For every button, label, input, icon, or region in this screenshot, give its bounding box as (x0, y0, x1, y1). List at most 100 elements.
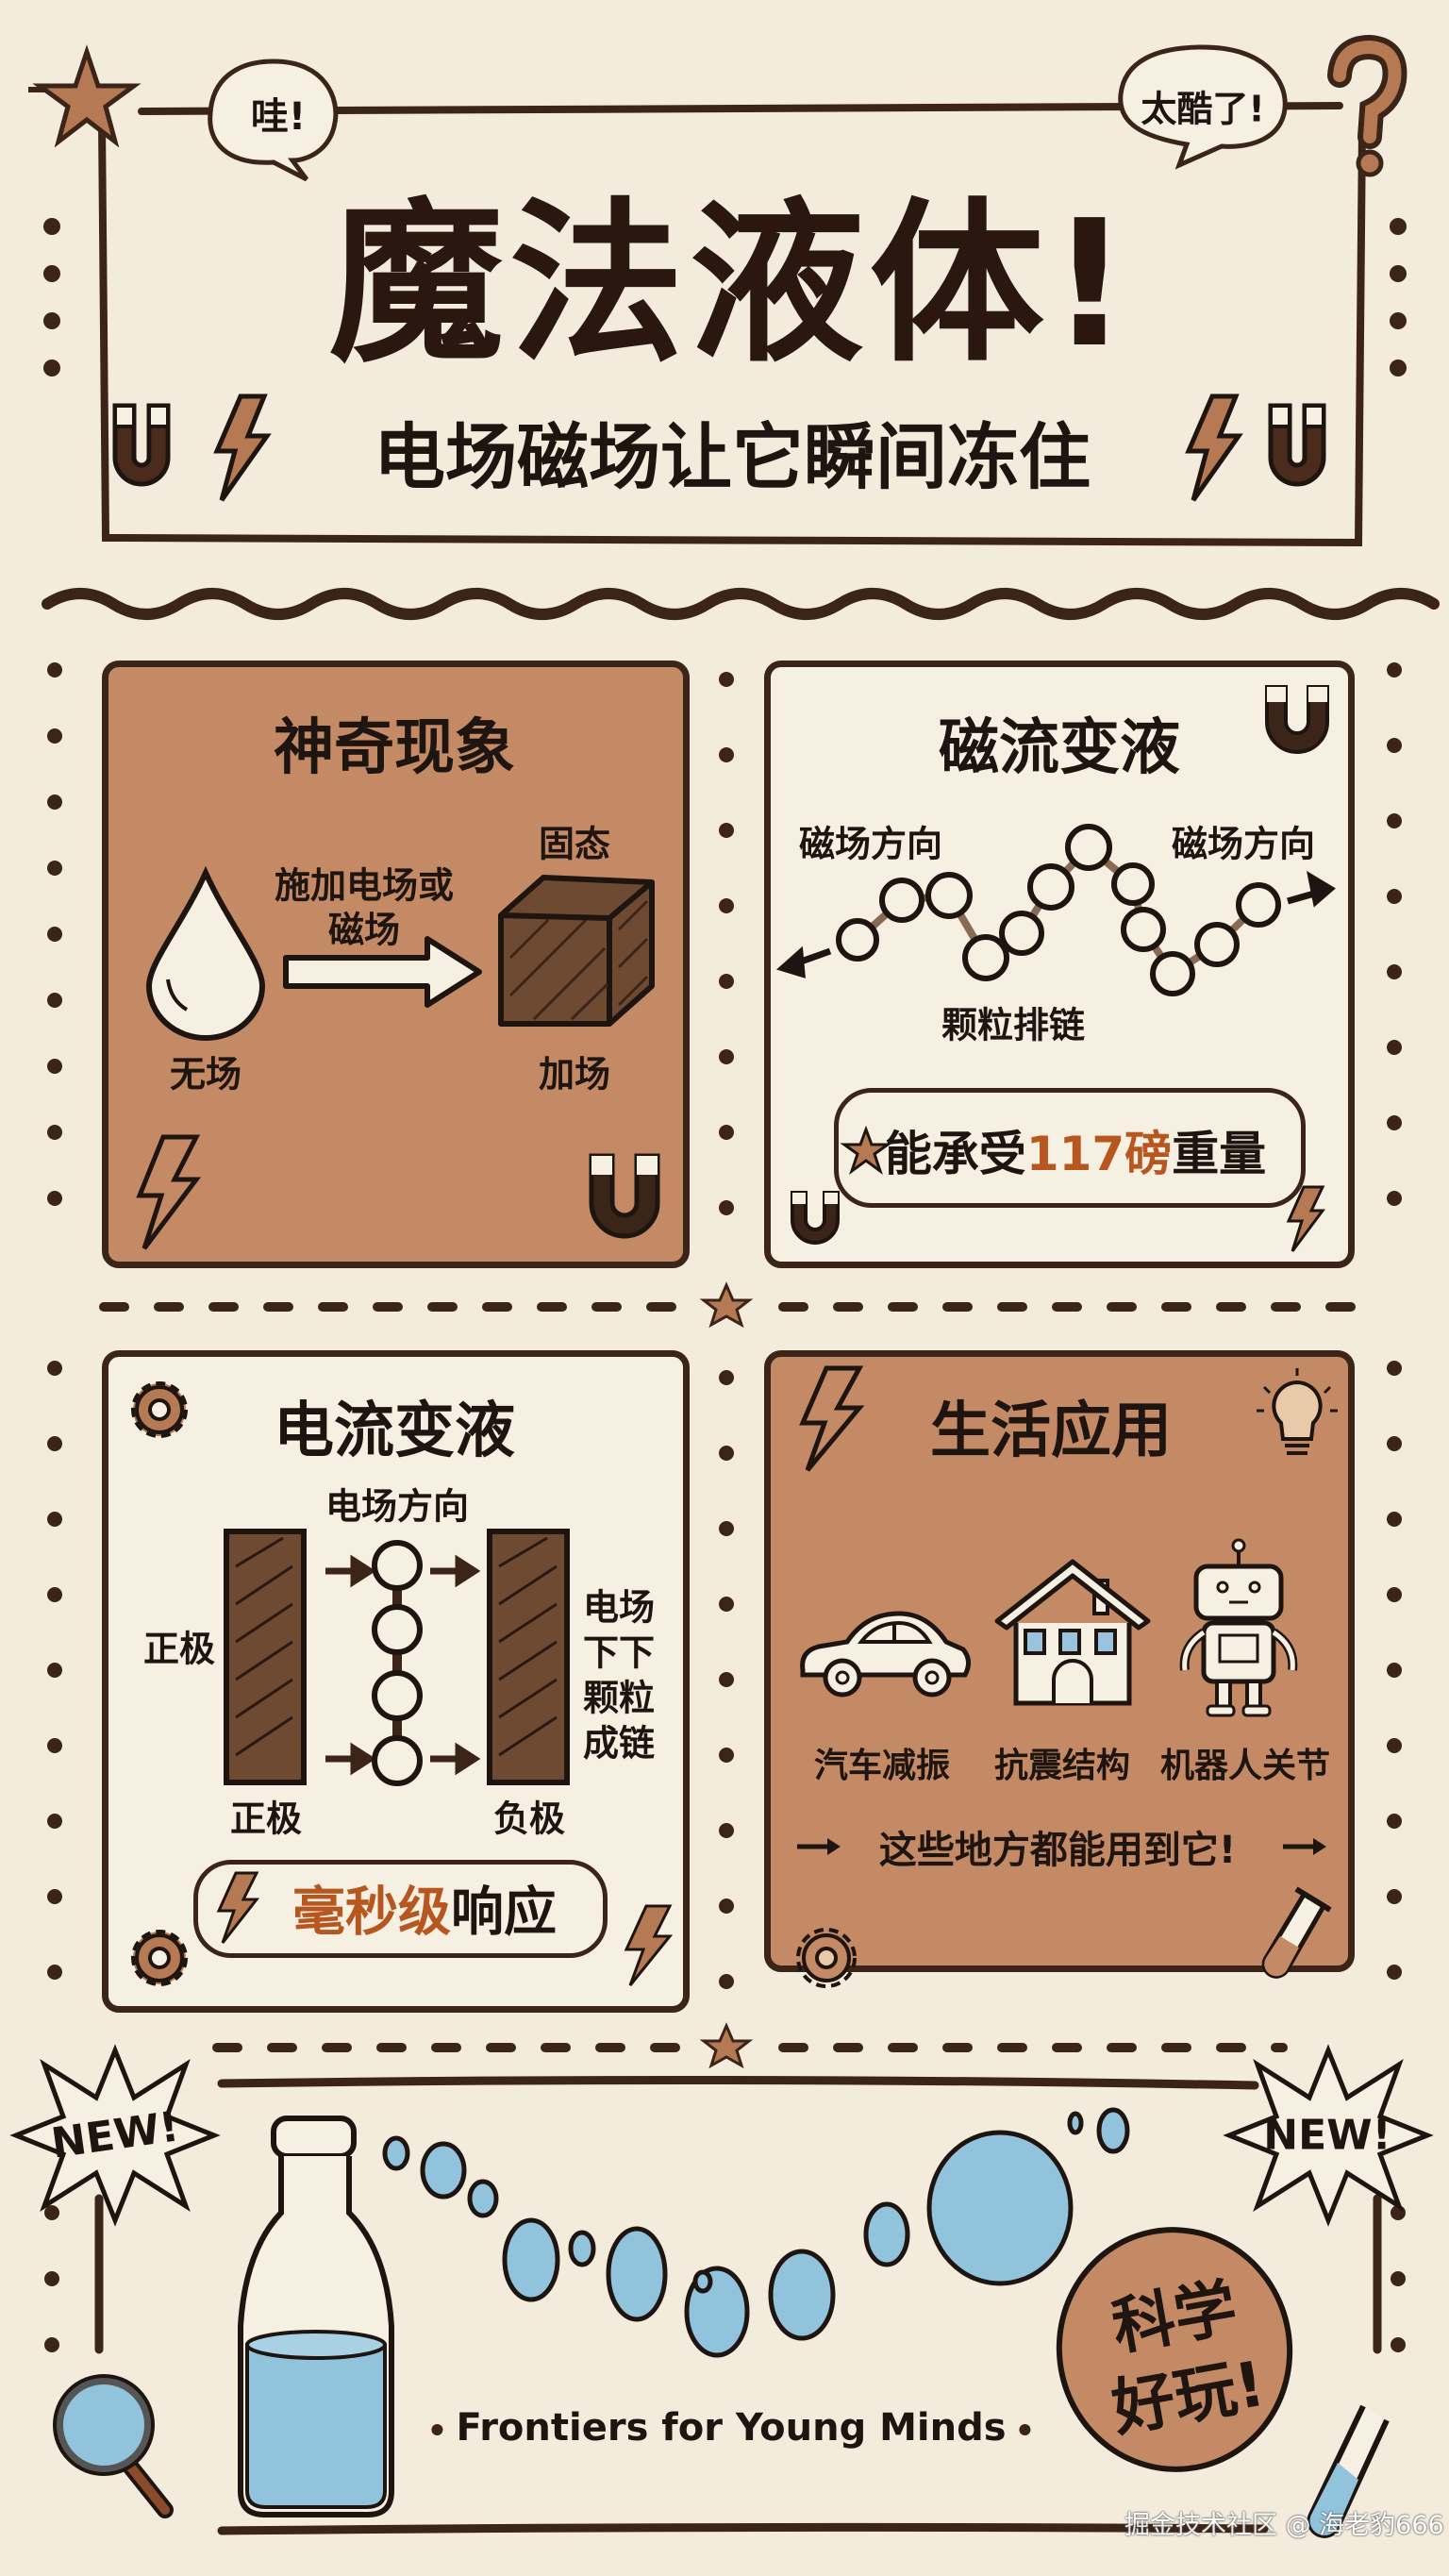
positive-bottom-label: 正极 (229, 1798, 303, 1840)
lightning-icon (136, 1134, 202, 1250)
solid-cube-icon (498, 875, 655, 1027)
source-credit: Frontiers for Young Minds (431, 2406, 1031, 2450)
particle (1121, 907, 1166, 952)
side-note-2: 下下 (582, 1631, 656, 1674)
watermark: 掘金技术社区 @ 海老豹666 (1124, 2511, 1444, 2540)
bubble (382, 2135, 410, 2171)
magnet-icon (791, 1191, 840, 1245)
response-text: 毫秒级响应 (292, 1870, 557, 1947)
application-label-robot: 机器人关节 (1159, 1747, 1331, 1785)
bubble (1067, 2111, 1084, 2135)
bubble (863, 2201, 910, 2267)
question-mark-icon (1327, 34, 1407, 177)
chain-label: 颗粒排链 (941, 1004, 1086, 1046)
bullet-dot (1019, 2424, 1031, 2435)
bubble (926, 2130, 1074, 2286)
particle (1027, 863, 1074, 911)
bubble (692, 2269, 713, 2294)
bubble (502, 2217, 560, 2302)
gear-icon (796, 1928, 857, 1988)
solid-label: 固态 (538, 823, 611, 865)
particle (1065, 824, 1112, 871)
negative-plate (487, 1529, 570, 1785)
gear-icon (131, 1381, 188, 1438)
arrow-label-line1: 施加电场或 (274, 864, 455, 907)
panel-title: 生活应用 (930, 1397, 1172, 1466)
page-subtitle: 电场磁场让它瞬间冻住 (374, 415, 1091, 499)
panel-title: 神奇现象 (274, 713, 515, 783)
bullet-dot (431, 2424, 443, 2435)
lightning-icon (624, 1904, 674, 1986)
bubble (606, 2226, 668, 2322)
lightbulb-icon (1257, 1368, 1338, 1455)
magnet-icon (589, 1153, 660, 1239)
particle (1150, 951, 1195, 996)
arrow-label-line2: 磁场 (327, 909, 401, 951)
speech-bubble-left-text: 哇! (250, 95, 307, 139)
applications-footer: 这些地方都能用到它! (878, 1829, 1237, 1872)
car-icon (800, 1611, 971, 1698)
response-suffix: 响应 (451, 1882, 557, 1944)
particle (836, 918, 879, 962)
application-label-car: 汽车减振 (813, 1747, 951, 1785)
response-highlight: 毫秒级 (292, 1882, 451, 1944)
magnet-icon (1268, 403, 1326, 487)
capacity-text: 能承受117磅重量 (885, 1116, 1266, 1184)
bubble (467, 2179, 499, 2218)
side-note-1: 电场 (582, 1586, 656, 1629)
page-title: 魔法液体! (328, 182, 1136, 386)
field-direction-right: 磁场方向 (1171, 823, 1316, 865)
arrow-right-icon (283, 936, 482, 1008)
house-icon (994, 1559, 1151, 1706)
new-badge-left (9, 2044, 221, 2227)
lightning-icon (799, 1365, 865, 1472)
bubble (568, 2230, 596, 2267)
particle (1236, 882, 1281, 928)
bubble (768, 2249, 836, 2341)
lightning-icon (1185, 393, 1243, 502)
star-icon (32, 44, 142, 148)
speech-bubble-left (208, 59, 339, 182)
particle (372, 1670, 423, 1721)
magnet-icon (112, 403, 171, 487)
new-badge-right-text: NEW! (1263, 2111, 1391, 2160)
particle (925, 872, 973, 919)
capacity-prefix: 能承受 (884, 1127, 1026, 1181)
particle (999, 911, 1044, 956)
positive-plate (224, 1529, 307, 1785)
field-direction-left: 磁场方向 (798, 823, 943, 865)
bubble (420, 2141, 467, 2200)
particle (1111, 862, 1155, 906)
side-note-3: 颗粒 (582, 1677, 656, 1719)
magnet-icon (1265, 685, 1329, 754)
with-field-label: 加场 (538, 1053, 611, 1096)
positive-side-label: 正极 (142, 1628, 216, 1670)
gear-icon (131, 1930, 188, 1986)
particle (1194, 922, 1240, 967)
lightning-icon (1286, 1185, 1325, 1252)
lightning-icon (213, 393, 272, 502)
particle (372, 1735, 423, 1786)
side-note-4: 成链 (582, 1722, 656, 1765)
particle (372, 1540, 423, 1591)
response-callout (193, 1860, 608, 1958)
capacity-value: 117磅 (1025, 1127, 1173, 1181)
new-badge-right (1223, 2044, 1434, 2227)
droplet-icon (145, 865, 266, 1041)
bottle-icon (238, 2116, 394, 2517)
capacity-suffix: 重量 (1172, 1127, 1267, 1181)
capacity-callout (834, 1088, 1306, 1208)
no-field-label: 无场 (169, 1053, 242, 1096)
panel-title: 电流变液 (274, 1397, 515, 1466)
robot-icon (1179, 1538, 1298, 1717)
application-label-house: 抗震结构 (993, 1747, 1131, 1785)
wavy-divider (42, 588, 1440, 620)
particle (962, 934, 1009, 981)
arrow-right-icon (797, 1838, 841, 1855)
speech-bubble-right-text: 太酷了! (1141, 88, 1265, 130)
panel-title: 磁流变液 (939, 713, 1180, 783)
